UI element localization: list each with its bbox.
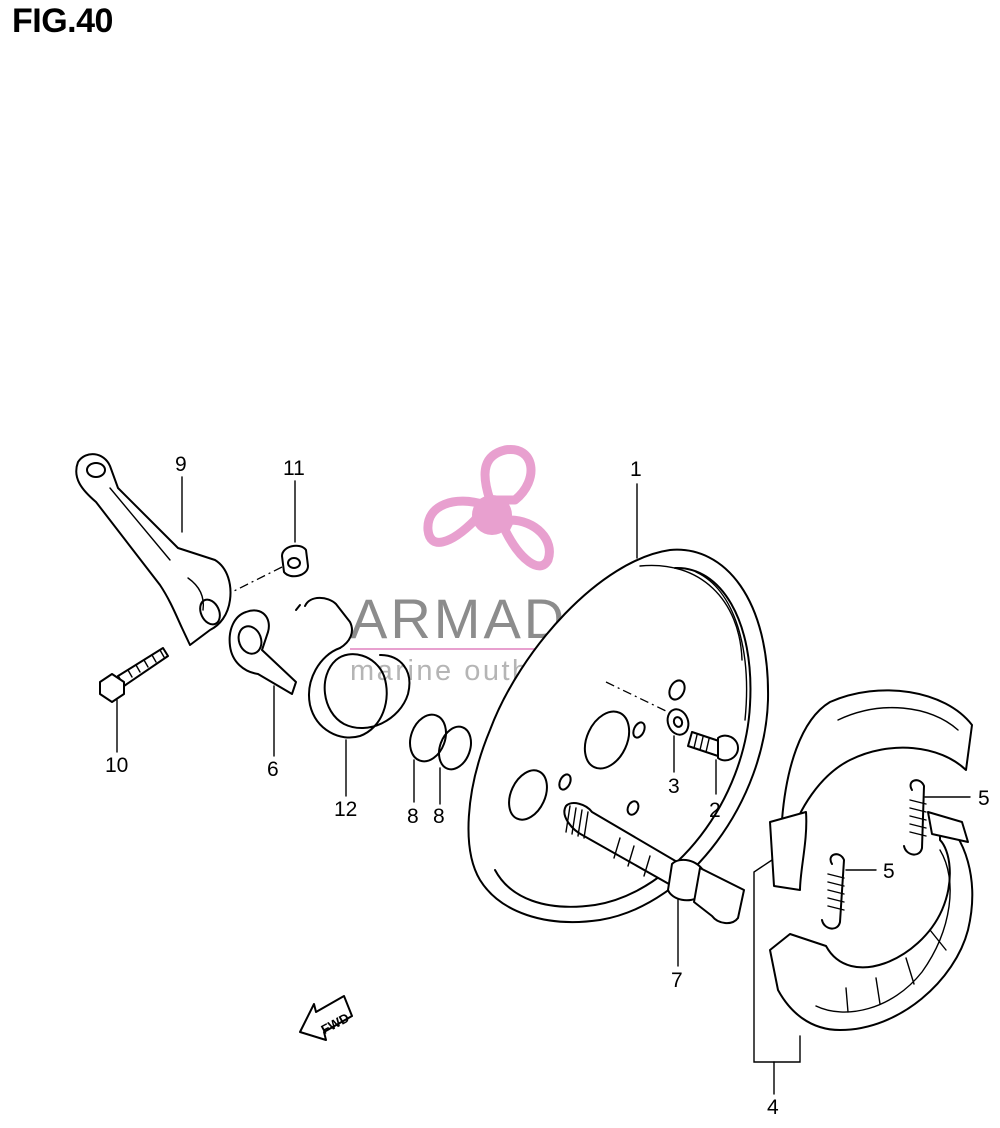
callout-8b: 8	[433, 805, 445, 828]
callout-12: 12	[334, 798, 357, 821]
callout-11: 11	[283, 457, 305, 480]
callout-1: 1	[630, 458, 642, 481]
callout-6: 6	[267, 758, 279, 781]
return-spring-part	[295, 596, 411, 739]
arrow-left-icon	[299, 995, 353, 1041]
brake-lever-part	[75, 453, 232, 646]
brake-panel-part	[467, 548, 770, 924]
callout-3: 3	[668, 775, 680, 798]
shoe-spring-part-a	[903, 779, 927, 856]
figure-title: FIG.40	[12, 2, 113, 40]
indicator-plate-part	[228, 609, 297, 695]
lever-bolt-part	[99, 647, 169, 703]
propeller-icon	[423, 445, 554, 571]
panel-bolt-part	[687, 731, 739, 762]
leader-lines	[116, 476, 971, 1095]
callout-4: 4	[767, 1096, 779, 1119]
o-ring-part-b	[438, 725, 472, 771]
callout-5b: 5	[883, 860, 895, 883]
shoe-spring-part-b	[821, 853, 845, 930]
callout-10: 10	[105, 754, 128, 777]
callout-8a: 8	[407, 805, 419, 828]
callout-9: 9	[175, 453, 187, 476]
callout-2: 2	[709, 799, 721, 822]
callout-7: 7	[671, 969, 683, 992]
camshaft-part	[563, 802, 745, 924]
washer-part	[666, 708, 690, 736]
brake-shoe-part	[769, 689, 974, 1031]
fwd-direction-marker: FWD	[299, 995, 353, 1041]
o-ring-part-a	[409, 713, 447, 763]
lever-nut-part	[281, 544, 309, 578]
callout-5a: 5	[978, 787, 990, 810]
